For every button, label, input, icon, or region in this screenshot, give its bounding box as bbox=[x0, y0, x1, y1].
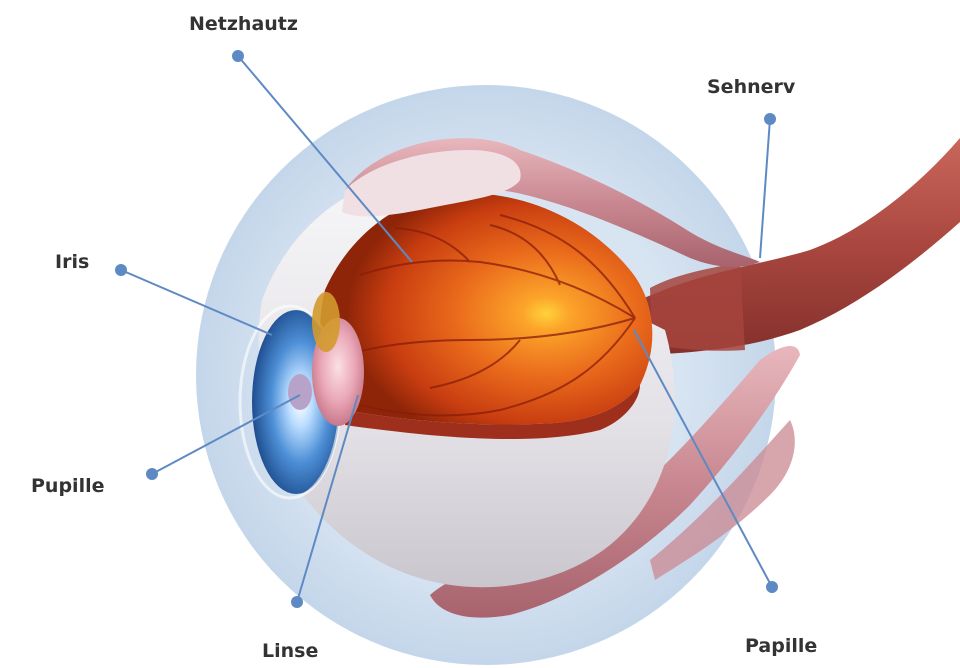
pupil bbox=[288, 374, 312, 410]
leader-dot-netzhautz bbox=[233, 51, 243, 61]
label-linse: Linse bbox=[262, 642, 318, 661]
label-sehnerv: Sehnerv bbox=[707, 78, 795, 97]
ciliary-body bbox=[312, 292, 340, 352]
leader-dot-linse bbox=[292, 597, 302, 607]
label-iris: Iris bbox=[55, 253, 89, 272]
leader-sehnerv bbox=[760, 119, 770, 258]
leader-dot-sehnerv bbox=[765, 114, 775, 124]
label-pupille: Pupille bbox=[31, 477, 104, 496]
leader-dot-pupille bbox=[147, 469, 157, 479]
label-papille: Papille bbox=[745, 637, 817, 656]
leader-dot-iris bbox=[116, 265, 126, 275]
label-netzhautz: Netzhautz bbox=[189, 15, 298, 34]
leader-dot-papille bbox=[767, 582, 777, 592]
